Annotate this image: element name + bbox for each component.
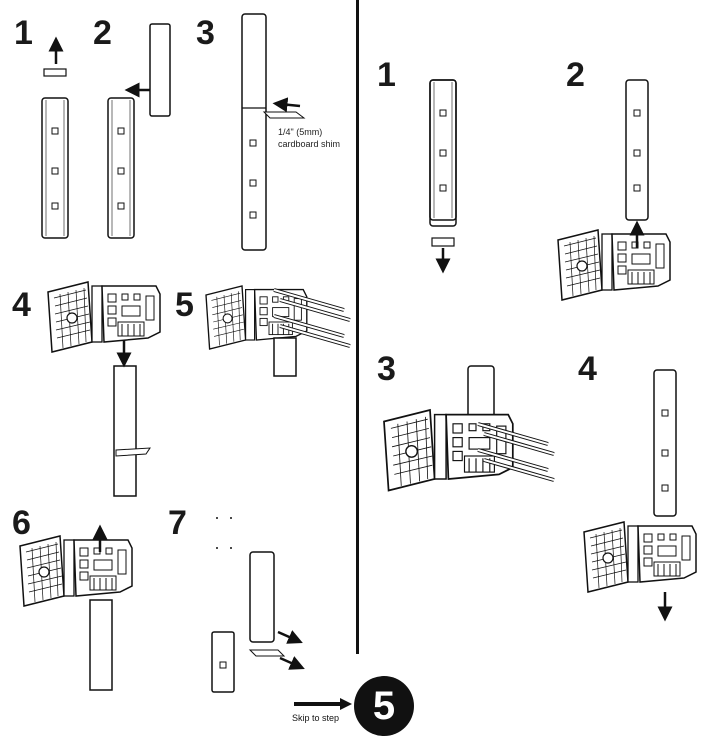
left-step-3-number: 3 — [196, 14, 215, 52]
left-step-6-number: 6 — [12, 504, 31, 542]
right-step-4-number: 4 — [578, 350, 597, 388]
left-step-7-number: 7 — [168, 504, 187, 542]
shim-note-line1: 1/4" (5mm) — [278, 127, 323, 137]
left-step-1-number: 1 — [14, 14, 33, 52]
left-step-5-number: 5 — [175, 286, 194, 324]
skip-step-badge[interactable]: 5 — [354, 676, 414, 736]
right-step-2-number: 2 — [566, 56, 585, 94]
column-divider — [356, 0, 359, 654]
right-step-1-number: 1 — [377, 56, 396, 94]
skip-to-step-label: Skip to step — [292, 713, 340, 723]
right-step-3-number: 3 — [377, 350, 396, 388]
shim-note-line2: cardboard shim — [278, 139, 341, 149]
left-step-2-number: 2 — [93, 14, 112, 52]
left-step-4-number: 4 — [12, 286, 31, 324]
skip-arrow-icon — [294, 698, 352, 710]
